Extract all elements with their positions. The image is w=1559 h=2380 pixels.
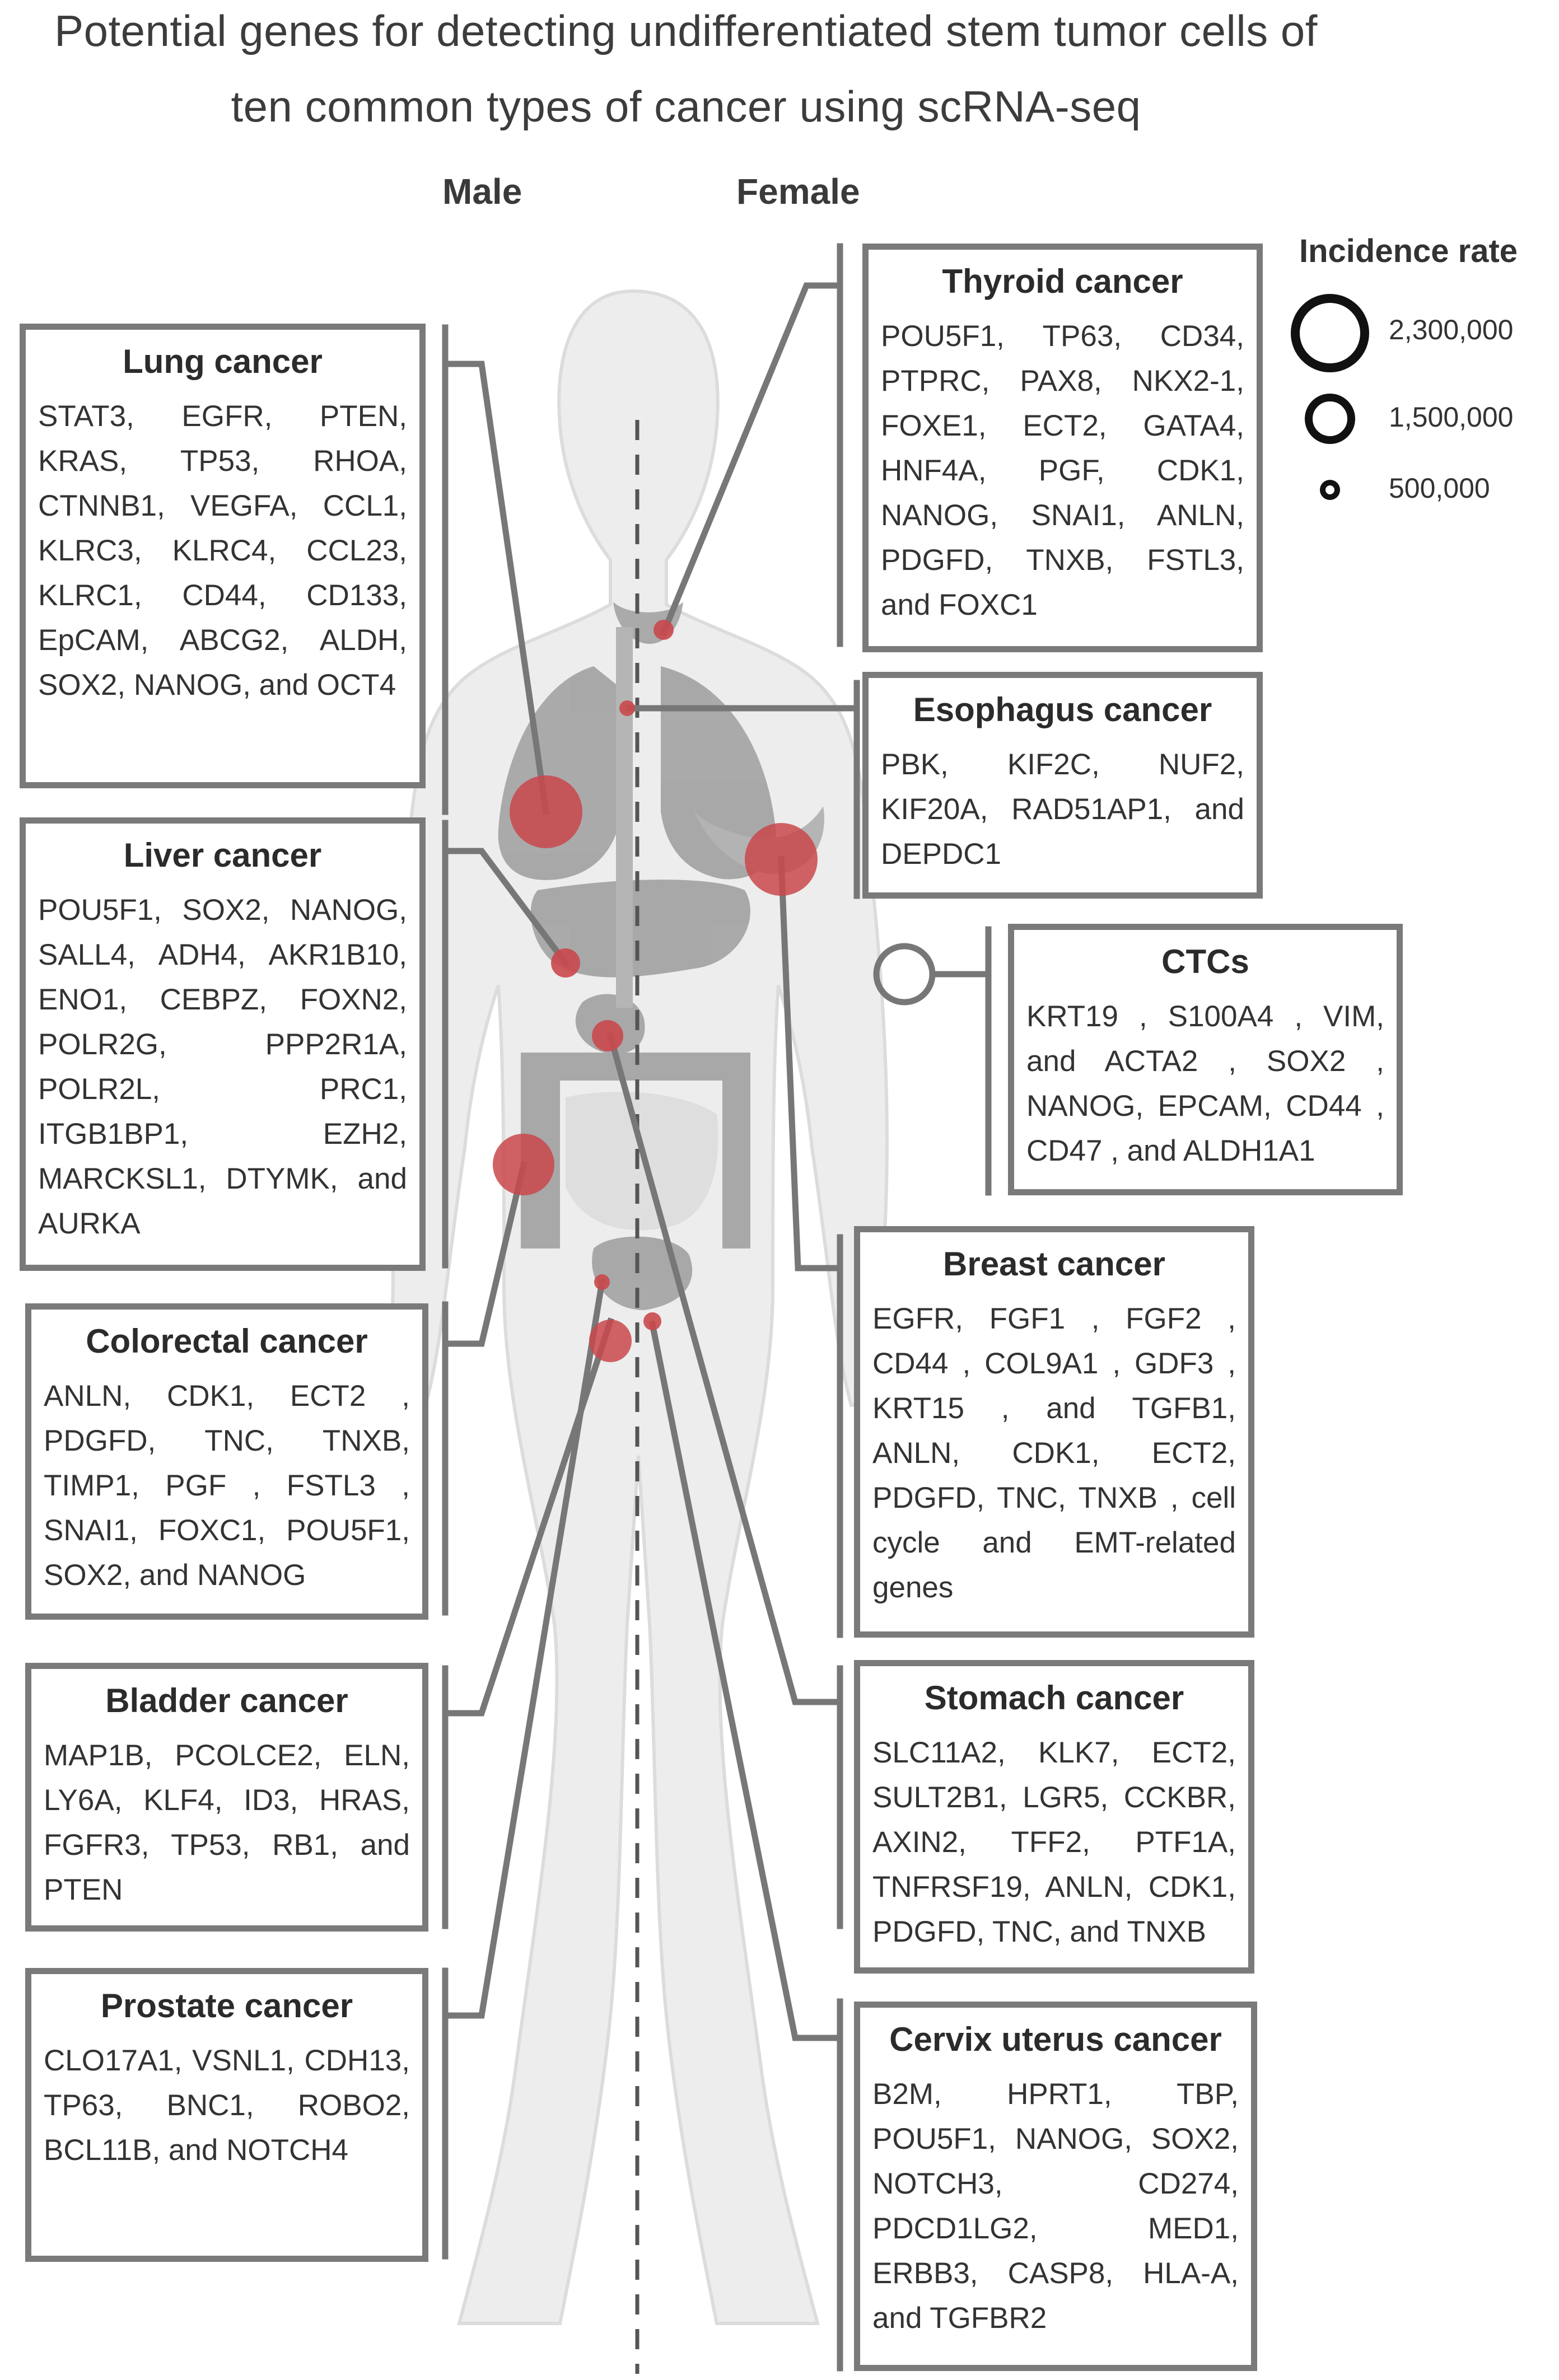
breast-cancer-genes: EGFR, FGF1 , FGF2 , CD44 , COL9A1 , GDF3…: [872, 1302, 1236, 1604]
esophagus-cancer-title: Esophagus cancer: [913, 691, 1212, 728]
cervix-uterus-cancer-title: Cervix uterus cancer: [889, 2021, 1222, 2058]
figure-title-line1: Potential genes for detecting undifferen…: [54, 6, 1318, 55]
stomach-marker: [592, 1020, 623, 1051]
thyroid-marker: [654, 620, 674, 640]
connectors: [442, 243, 992, 2372]
lung-marker: [510, 775, 582, 848]
prostate-cancer-genes: CLO17A1, VSNL1, CDH13, TP63, BNC1, ROBO2…: [44, 2044, 410, 2167]
colorectal-cancer-box: Colorectal cancer ANLN, CDK1, ECT2 , PDG…: [25, 1303, 428, 1620]
bladder-cancer-box: Bladder cancer MAP1B, PCOLCE2, ELN, LY6A…: [25, 1663, 428, 1932]
lung-cancer-genes: STAT3, EGFR, PTEN, KRAS, TP53, RHOA, CTN…: [38, 400, 407, 702]
breast-marker: [745, 823, 818, 896]
ctcs-genes: KRT19 , S100A4 , VIM, and ACTA2 , SOX2 ,…: [1026, 1000, 1384, 1167]
esophagus-cancer-box: Esophagus cancer PBK, KIF2C, NUF2, KIF20…: [862, 672, 1263, 899]
legend-value-small: 500,000: [1389, 473, 1490, 504]
thyroid-cancer-genes: POU5F1, TP63, CD34, PTPRC, PAX8, NKX2-1,…: [881, 320, 1244, 621]
incidence-markers: [493, 620, 936, 1362]
bladder-cancer-title: Bladder cancer: [105, 1682, 348, 1719]
cervix-uterus-cancer-genes: B2M, HPRT1, TBP, POU5F1, NANOG, SOX2, NO…: [872, 2078, 1239, 2335]
thyroid-cancer-box: Thyroid cancer POU5F1, TP63, CD34, PTPRC…: [862, 244, 1263, 652]
lung-cancer-box: Lung cancer STAT3, EGFR, PTEN, KRAS, TP5…: [20, 324, 426, 788]
prostate-marker: [589, 1320, 632, 1362]
cervix-marker: [643, 1312, 661, 1330]
breast-cancer-title: Breast cancer: [943, 1245, 1165, 1283]
breast-cancer-box: Breast cancer EGFR, FGF1 , FGF2 , CD44 ,…: [854, 1226, 1254, 1638]
legend-circle-medium: [1305, 394, 1355, 444]
colorectal-cancer-title: Colorectal cancer: [86, 1322, 368, 1360]
legend-title: Incidence rate: [1299, 233, 1518, 269]
bladder-marker: [594, 1274, 610, 1290]
liver-cancer-title: Liver cancer: [123, 836, 322, 874]
legend-circles: [1291, 294, 1369, 500]
cervix-uterus-cancer-box: Cervix uterus cancer B2M, HPRT1, TBP, PO…: [854, 2002, 1257, 2371]
ctcs-marker: [873, 943, 936, 1006]
colorectal-marker: [493, 1134, 554, 1195]
ctcs-title: CTCs: [1161, 943, 1249, 980]
legend-value-medium: 1,500,000: [1389, 401, 1514, 433]
colorectal-cancer-genes: ANLN, CDK1, ECT2 , PDGFD, TNC, TNXB, TIM…: [44, 1380, 410, 1592]
thyroid-cancer-title: Thyroid cancer: [942, 263, 1183, 300]
stomach-cancer-box: Stomach cancer SLC11A2, KLK7, ECT2, SULT…: [854, 1660, 1254, 1974]
esophagus-cancer-genes: PBK, KIF2C, NUF2, KIF20A, RAD51AP1, and …: [881, 748, 1244, 871]
prostate-cancer-title: Prostate cancer: [100, 1987, 353, 2024]
bladder-cancer-genes: MAP1B, PCOLCE2, ELN, LY6A, KLF4, ID3, HR…: [44, 1739, 410, 1906]
lung-cancer-title: Lung cancer: [123, 343, 323, 380]
stomach-cancer-genes: SLC11A2, KLK7, ECT2, SULT2B1, LGR5, CCKB…: [872, 1736, 1236, 1948]
liver-cancer-genes: POU5F1, SOX2, NANOG, SALL4, ADH4, AKR1B1…: [38, 894, 407, 1240]
legend-circle-small: [1320, 480, 1340, 500]
ctcs-box: CTCs KRT19 , S100A4 , VIM, and ACTA2 , S…: [1008, 924, 1403, 1195]
female-label: Female: [736, 171, 860, 212]
prostate-cancer-box: Prostate cancer CLO17A1, VSNL1, CDH13, T…: [25, 1968, 428, 2262]
esophagus-marker: [619, 700, 635, 716]
legend-circle-large: [1291, 294, 1369, 372]
liver-cancer-box: Liver cancer POU5F1, SOX2, NANOG, SALL4,…: [20, 817, 426, 1271]
stomach-cancer-title: Stomach cancer: [924, 1679, 1184, 1717]
figure-title-line2: ten common types of cancer using scRNA-s…: [231, 82, 1141, 131]
legend-value-large: 2,300,000: [1389, 314, 1514, 345]
liver-marker: [551, 948, 580, 978]
male-label: Male: [442, 171, 522, 212]
